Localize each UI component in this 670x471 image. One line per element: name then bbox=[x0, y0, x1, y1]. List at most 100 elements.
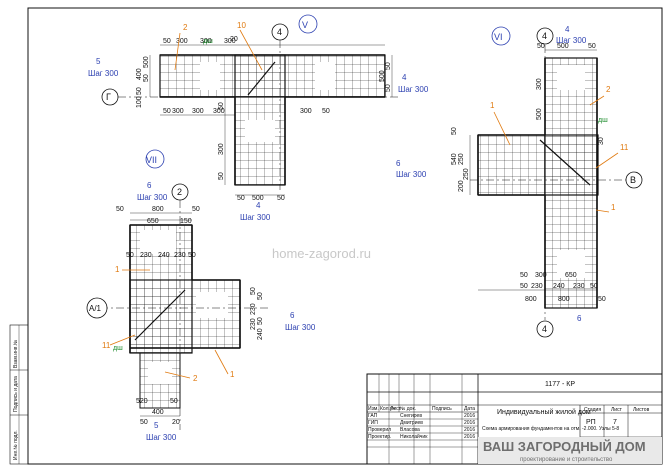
svg-text:Шаг 300: Шаг 300 bbox=[285, 323, 316, 332]
svg-text:300: 300 bbox=[176, 38, 188, 45]
svg-text:50: 50 bbox=[537, 43, 545, 50]
sheet-frame bbox=[27, 7, 663, 465]
svg-text:Шаг 300: Шаг 300 bbox=[396, 170, 427, 179]
svg-text:4: 4 bbox=[402, 73, 407, 82]
svg-text:Власова: Власова bbox=[400, 427, 420, 433]
svg-text:50: 50 bbox=[163, 108, 171, 115]
view-v-label: V bbox=[302, 20, 308, 30]
svg-text:Листов: Листов bbox=[633, 407, 650, 413]
svg-text:250: 250 bbox=[463, 168, 470, 180]
svg-text:№ док.: № док. bbox=[400, 406, 416, 412]
svg-text:230: 230 bbox=[250, 318, 257, 330]
svg-text:300: 300 bbox=[535, 272, 547, 279]
svg-text:50: 50 bbox=[116, 206, 124, 213]
svg-text:4: 4 bbox=[277, 27, 282, 37]
svg-text:300: 300 bbox=[172, 108, 184, 115]
svg-text:1: 1 bbox=[611, 203, 616, 212]
svg-text:VII: VII bbox=[146, 155, 157, 165]
svg-text:Г: Г bbox=[106, 92, 111, 102]
svg-text:Шаг 300: Шаг 300 bbox=[88, 69, 119, 78]
side-stamp-1: Подпись и дата bbox=[13, 376, 19, 412]
svg-text:230: 230 bbox=[250, 303, 257, 315]
svg-text:50: 50 bbox=[385, 62, 392, 70]
svg-text:100: 100 bbox=[136, 96, 143, 108]
view-vi: VI 4 В 4 50 500 50 800 540 50 300 500 30… bbox=[396, 25, 643, 338]
svg-text:Проверил: Проверил bbox=[368, 427, 391, 433]
view-vi-badge bbox=[491, 26, 511, 46]
svg-text:400: 400 bbox=[136, 68, 143, 80]
svg-text:Подпись: Подпись bbox=[432, 406, 452, 412]
svg-text:1: 1 bbox=[115, 265, 120, 274]
svg-text:540: 540 bbox=[451, 153, 458, 165]
svg-text:800: 800 bbox=[558, 296, 570, 303]
svg-text:7: 7 bbox=[613, 419, 617, 426]
view-vii: VII 2 А/1 50 800 50 650 150 50 230 240 2… bbox=[86, 149, 316, 442]
svg-text:Дата: Дата bbox=[464, 406, 475, 412]
svg-text:дш: дш bbox=[598, 117, 608, 124]
svg-text:300: 300 bbox=[192, 108, 204, 115]
svg-text:2016: 2016 bbox=[464, 420, 475, 426]
project-code: 1177 - КР bbox=[545, 381, 575, 388]
svg-text:50: 50 bbox=[322, 108, 330, 115]
svg-text:20: 20 bbox=[230, 36, 238, 43]
svg-text:Шаг 300: Шаг 300 bbox=[556, 36, 587, 45]
svg-text:300: 300 bbox=[536, 78, 543, 90]
svg-text:4: 4 bbox=[565, 25, 570, 34]
svg-text:50: 50 bbox=[188, 252, 196, 259]
svg-text:300: 300 bbox=[218, 143, 225, 155]
svg-text:11: 11 bbox=[102, 341, 111, 350]
svg-text:дш: дш bbox=[113, 345, 123, 352]
svg-text:Кол.уч: Кол.уч bbox=[380, 406, 395, 412]
svg-text:50: 50 bbox=[451, 127, 458, 135]
svg-text:Николайчик: Николайчик bbox=[400, 433, 428, 440]
svg-text:400: 400 bbox=[152, 409, 164, 416]
svg-text:4: 4 bbox=[542, 31, 547, 41]
svg-text:50: 50 bbox=[277, 195, 285, 202]
svg-text:А/1: А/1 bbox=[89, 304, 102, 313]
view-vii-badge bbox=[145, 149, 165, 169]
svg-text:2016: 2016 bbox=[464, 434, 475, 440]
watermark: home-zagorod.ru bbox=[272, 246, 371, 261]
svg-text:200: 200 bbox=[458, 180, 465, 192]
svg-text:240: 240 bbox=[257, 328, 264, 340]
svg-text:50: 50 bbox=[237, 195, 245, 202]
svg-text:500: 500 bbox=[143, 56, 150, 68]
svg-text:50: 50 bbox=[163, 38, 171, 45]
side-stamp-0: Взам.инв.№ bbox=[13, 340, 19, 368]
svg-text:4: 4 bbox=[542, 324, 547, 334]
svg-text:230: 230 bbox=[140, 252, 152, 259]
svg-text:VI: VI bbox=[494, 32, 503, 42]
svg-text:230: 230 bbox=[531, 283, 543, 290]
svg-text:6: 6 bbox=[396, 159, 401, 168]
title-block: 1177 - КР Индивидуальный жилой дом Схема… bbox=[366, 373, 663, 465]
svg-text:230: 230 bbox=[573, 283, 585, 290]
svg-text:500: 500 bbox=[557, 43, 569, 50]
svg-text:250: 250 bbox=[458, 153, 465, 165]
svg-text:50: 50 bbox=[590, 283, 598, 290]
svg-text:520: 520 bbox=[136, 398, 148, 405]
svg-text:В: В bbox=[630, 175, 636, 185]
side-stamp-2: Инв.№ подл. bbox=[13, 430, 19, 460]
svg-text:проектирование и строительство: проектирование и строительство bbox=[520, 457, 613, 463]
svg-text:300: 300 bbox=[213, 108, 225, 115]
sheet-title: Схема армирования фундаментов на отм. -2… bbox=[482, 426, 619, 432]
svg-text:50: 50 bbox=[218, 102, 225, 110]
company-logo bbox=[478, 437, 662, 464]
svg-text:2016: 2016 bbox=[464, 427, 475, 433]
svg-text:50: 50 bbox=[385, 84, 392, 92]
svg-text:50: 50 bbox=[520, 272, 528, 279]
svg-text:2: 2 bbox=[183, 23, 188, 32]
svg-text:240: 240 bbox=[553, 283, 565, 290]
svg-text:300: 300 bbox=[224, 38, 236, 45]
svg-text:6: 6 bbox=[290, 311, 295, 320]
svg-text:50: 50 bbox=[257, 292, 264, 300]
svg-text:Шаг 300: Шаг 300 bbox=[146, 433, 177, 442]
view-vi-slab-h bbox=[477, 134, 599, 196]
svg-text:ВАШ ЗАГОРОДНЫЙ ДОМ: ВАШ ЗАГОРОДНЫЙ ДОМ bbox=[483, 439, 646, 454]
svg-text:ГИП: ГИП bbox=[368, 420, 378, 426]
svg-text:500: 500 bbox=[379, 70, 386, 82]
svg-text:50: 50 bbox=[598, 296, 606, 303]
svg-text:50: 50 bbox=[126, 252, 134, 259]
svg-text:11: 11 bbox=[620, 143, 629, 152]
svg-text:1: 1 bbox=[230, 370, 235, 379]
